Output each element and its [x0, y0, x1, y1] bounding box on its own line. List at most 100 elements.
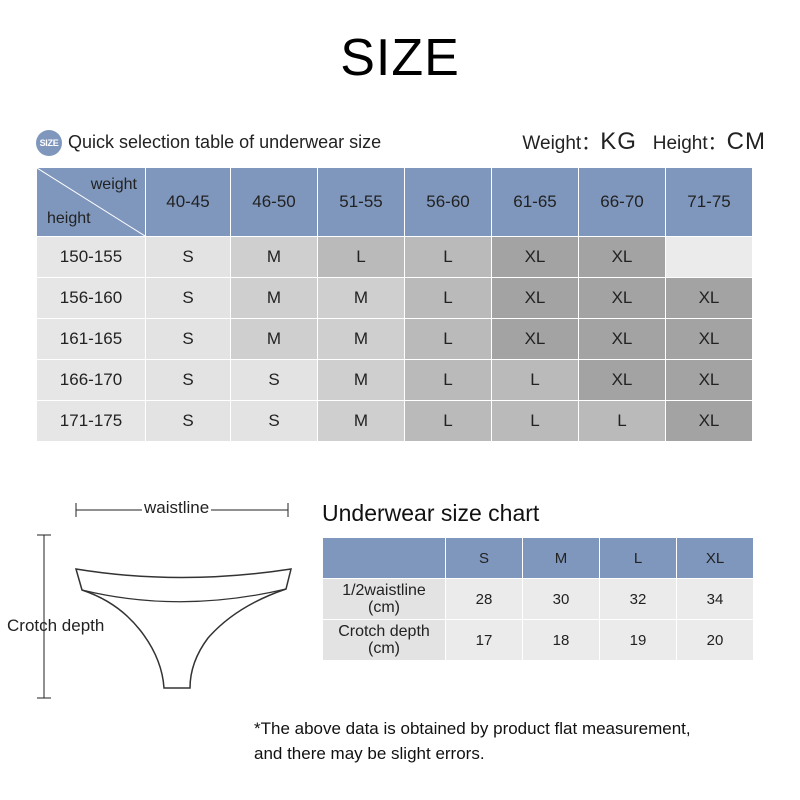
- measurement-cell: 18: [523, 620, 599, 660]
- crotch-depth-label: Crotch depth: [7, 616, 105, 635]
- size-cell: S: [146, 237, 230, 277]
- measurement-cell: 30: [523, 579, 599, 619]
- size-cell: [666, 237, 752, 277]
- size-cell: XL: [579, 319, 665, 359]
- size-cell: XL: [666, 360, 752, 400]
- height-row-header: 150-155: [37, 237, 145, 277]
- size-cell: S: [231, 401, 317, 441]
- weight-column-header: 56-60: [405, 168, 491, 236]
- underwear-chart-title: Underwear size chart: [322, 500, 540, 526]
- measurement-cell: 20: [677, 620, 753, 660]
- weight-unit: KG: [600, 128, 637, 155]
- size-cell: L: [492, 401, 578, 441]
- quick-selection-label: Quick selection table of underwear size: [68, 132, 382, 152]
- size-cell: L: [405, 319, 491, 359]
- size-cell: XL: [666, 401, 752, 441]
- height-unit: CM: [726, 128, 766, 155]
- size-cell: S: [146, 319, 230, 359]
- size-cell: M: [231, 319, 317, 359]
- size-cell: L: [492, 360, 578, 400]
- footnote-line-1: *The above data is obtained by product f…: [254, 719, 691, 738]
- height-unit-label: Height：: [652, 133, 727, 154]
- measurement-cell: 34: [677, 579, 753, 619]
- weight-column-header: 71-75: [666, 168, 752, 236]
- diagonal-divider: [37, 168, 145, 236]
- size-cell: S: [231, 360, 317, 400]
- underwear-outline-icon: [37, 503, 293, 699]
- corner-height-label: height: [47, 210, 91, 227]
- measurement-unit: (cm): [368, 599, 400, 616]
- measurement-cell: 19: [600, 620, 676, 660]
- weight-column-header: 66-70: [579, 168, 665, 236]
- underwear-table-corner: [323, 538, 445, 578]
- corner-weight-label: weight: [90, 176, 137, 193]
- size-cell: S: [146, 278, 230, 318]
- size-table-corner: weight height: [37, 168, 145, 236]
- measurement-name: 1/2waistline: [342, 582, 426, 599]
- size-cell: L: [405, 237, 491, 277]
- size-cell: M: [318, 278, 404, 318]
- size-cell: M: [318, 319, 404, 359]
- size-cell: L: [405, 278, 491, 318]
- weight-unit-label: Weight：: [522, 133, 601, 154]
- waistline-label: waistline: [142, 498, 212, 518]
- weight-column-header: 61-65: [492, 168, 578, 236]
- size-cell: XL: [666, 278, 752, 318]
- size-cell: XL: [579, 360, 665, 400]
- size-cell: XL: [579, 237, 665, 277]
- size-column-header: L: [600, 538, 676, 578]
- measurement-name: Crotch depth: [338, 623, 430, 640]
- underwear-diagram: waistline Crotch depth: [0, 490, 310, 710]
- footnote: *The above data is obtained by product f…: [254, 716, 691, 766]
- size-cell: XL: [666, 319, 752, 359]
- size-cell: XL: [492, 319, 578, 359]
- unit-legend: Weight：KG Height：CM: [522, 128, 766, 156]
- weight-column-header: 40-45: [146, 168, 230, 236]
- height-row-header: 156-160: [37, 278, 145, 318]
- size-column-header: S: [446, 538, 522, 578]
- size-cell: L: [405, 360, 491, 400]
- size-badge-icon: SIZE: [36, 130, 62, 156]
- size-column-header: XL: [677, 538, 753, 578]
- size-cell: S: [146, 401, 230, 441]
- size-column-header: M: [523, 538, 599, 578]
- size-cell: XL: [579, 278, 665, 318]
- size-cell: M: [231, 278, 317, 318]
- measurement-cell: 17: [446, 620, 522, 660]
- measurement-row-header: 1/2waistline(cm): [323, 579, 445, 619]
- weight-column-header: 46-50: [231, 168, 317, 236]
- size-cell: S: [146, 360, 230, 400]
- measurement-cell: 32: [600, 579, 676, 619]
- measurement-row-header: Crotch depth(cm): [323, 620, 445, 660]
- size-cell: M: [318, 360, 404, 400]
- measurement-cell: 28: [446, 579, 522, 619]
- height-row-header: 171-175: [37, 401, 145, 441]
- size-cell: XL: [492, 237, 578, 277]
- size-cell: L: [318, 237, 404, 277]
- page-title: SIZE: [340, 29, 460, 87]
- size-cell: XL: [492, 278, 578, 318]
- size-cell: M: [231, 237, 317, 277]
- measurement-unit: (cm): [368, 640, 400, 657]
- quick-selection-header: SIZE Quick selection table of underwear …: [36, 128, 766, 158]
- weight-column-header: 51-55: [318, 168, 404, 236]
- size-cell: M: [318, 401, 404, 441]
- height-row-header: 166-170: [37, 360, 145, 400]
- footnote-line-2: and there may be slight errors.: [254, 744, 485, 763]
- height-row-header: 161-165: [37, 319, 145, 359]
- size-cell: L: [405, 401, 491, 441]
- size-cell: L: [579, 401, 665, 441]
